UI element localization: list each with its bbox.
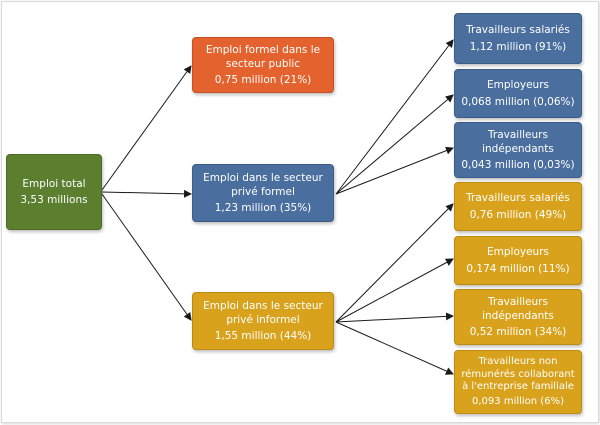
node-informel-independants: Travailleurs indépendants 0,52 million (… xyxy=(454,289,582,345)
node-label: Travailleurs indépendants xyxy=(482,295,554,322)
node-informel-employeurs: Employeurs 0,174 million (11%) xyxy=(454,236,582,285)
node-formel-employeurs: Employeurs 0,068 million (0,06%) xyxy=(454,69,582,118)
node-emploi-total: Emploi total 3,53 millions xyxy=(6,154,102,230)
node-value: 3,53 millions xyxy=(20,194,88,206)
node-value: 0,52 million (34%) xyxy=(469,326,567,339)
arrow-formel-employeurs xyxy=(335,94,454,195)
node-label: Travailleurs non rémunérés collaborant à… xyxy=(461,356,575,392)
arrow-root-formel xyxy=(101,189,192,198)
node-informel-non-remuneres: Travailleurs non rémunérés collaborant à… xyxy=(454,350,582,414)
node-secteur-public: Emploi formel dans le secteur public 0,7… xyxy=(192,37,334,93)
node-value: 0,093 million (6%) xyxy=(472,395,564,407)
node-value: 0,75 million (21%) xyxy=(214,74,312,87)
node-label: Employeurs xyxy=(487,246,549,259)
arrow-formel-independants xyxy=(335,146,454,195)
node-value: 0,043 million (0,03%) xyxy=(461,159,575,172)
node-prive-informel: Emploi dans le secteur privé informel 1,… xyxy=(192,292,334,350)
node-value: 1,55 million (44%) xyxy=(214,330,312,343)
node-value: 1,23 million (35%) xyxy=(214,202,312,215)
node-label: Emploi formel dans le secteur public xyxy=(205,43,321,70)
arrow-informel-employeurs xyxy=(335,258,454,323)
node-prive-formel: Emploi dans le secteur privé formel 1,23… xyxy=(192,164,334,222)
arrow-informel-independants xyxy=(335,312,454,323)
node-value: 1,12 million (91%) xyxy=(469,40,567,53)
node-formel-independants: Travailleurs indépendants 0,043 million … xyxy=(454,122,582,178)
node-value: 0,068 million (0,06%) xyxy=(461,95,575,108)
node-formel-salaries: Travailleurs salariés 1,12 million (91%) xyxy=(454,13,582,64)
arrow-root-public xyxy=(101,65,192,191)
arrow-formel-salaries xyxy=(335,39,454,195)
arrow-root-informel xyxy=(101,193,192,321)
node-label: Travailleurs indépendants xyxy=(482,128,554,155)
node-label: Employeurs xyxy=(487,79,549,92)
arrow-informel-salaries xyxy=(335,203,454,323)
node-value: 0,76 million (49%) xyxy=(469,208,567,221)
node-informel-salaries: Travailleurs salariés 0,76 million (49%) xyxy=(454,182,582,231)
node-value: 0,174 million (11%) xyxy=(466,262,570,275)
node-label: Travailleurs salariés xyxy=(466,192,570,205)
arrow-informel-non-remuneres xyxy=(335,321,454,375)
node-label: Emploi total xyxy=(22,177,86,190)
node-label: Emploi dans le secteur privé informel xyxy=(203,299,323,326)
node-label: Travailleurs salariés xyxy=(466,24,570,37)
node-label: Emploi dans le secteur privé formel xyxy=(203,171,323,198)
